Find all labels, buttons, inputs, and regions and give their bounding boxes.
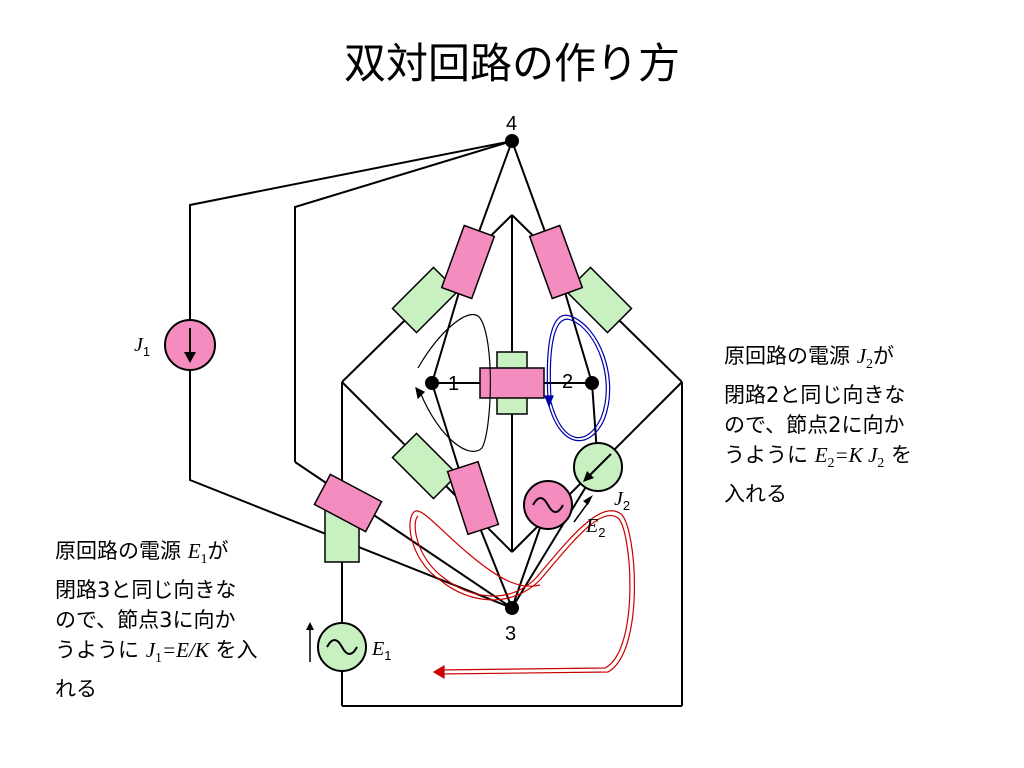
- e1-label: E1: [371, 638, 391, 663]
- note-right-line2: 閉路2と同じ向きな: [724, 383, 906, 408]
- node-3-label: 3: [505, 623, 516, 645]
- e2-arrow: [573, 495, 593, 523]
- nodes: [425, 134, 599, 615]
- note-left-line5: れる: [55, 677, 97, 702]
- loop-blue: [544, 314, 611, 442]
- note-right-line3: ので、節点2に向か: [724, 413, 905, 438]
- j2-label: J2: [614, 488, 630, 513]
- node-1-dot: [425, 376, 439, 390]
- note-right-line4: うように E2=K J2 を: [724, 443, 912, 472]
- node-2-dot: [585, 376, 599, 390]
- j1-label: J1: [134, 334, 150, 359]
- note-left-line2: 閉路3と同じ向きな: [55, 578, 237, 603]
- voltage-source-e1: [306, 622, 367, 672]
- node-3-dot: [505, 601, 519, 615]
- note-left-line4: うように J1=E/K を入: [55, 638, 258, 667]
- loop-black: [415, 313, 491, 452]
- note-right-line5: 入れる: [724, 482, 787, 507]
- note-left: 原回路の電源 E1が 閉路3と同じ向きな ので、節点3に向か うように J1=E…: [55, 536, 295, 704]
- current-source-j1: [164, 319, 216, 371]
- current-source-j2: [573, 442, 623, 492]
- note-right: 原回路の電源 J2が 閉路2と同じ向きな ので、節点2に向か うように E2=K…: [724, 341, 964, 509]
- node-2-label: 2: [562, 371, 573, 393]
- e2-label: E2: [585, 515, 605, 540]
- node-4-label: 4: [506, 113, 517, 135]
- node-4-dot: [505, 134, 519, 148]
- node-1-label: 1: [448, 373, 459, 395]
- green-resistors: [324, 266, 633, 563]
- note-right-line1: 原回路の電源 J2が: [724, 344, 895, 373]
- slide-title: 双対回路の作り方: [343, 39, 680, 88]
- loop-red: [409, 510, 635, 680]
- note-left-line3: ので、節点3に向か: [55, 608, 236, 633]
- voltage-source-e2: [523, 480, 573, 530]
- note-left-line1: 原回路の電源 E1が: [55, 539, 229, 568]
